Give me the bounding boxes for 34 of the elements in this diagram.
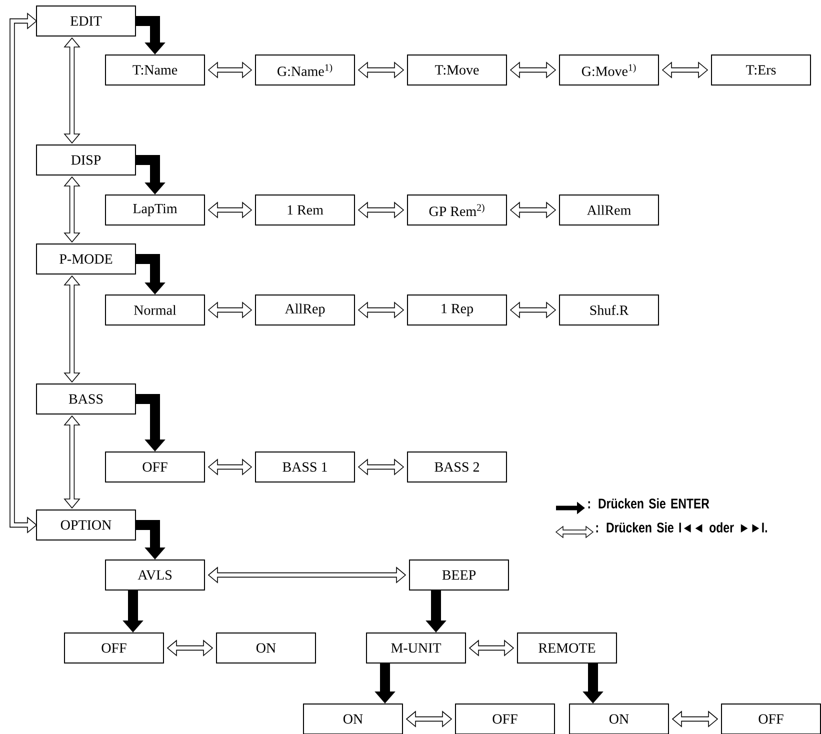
menu-box: OPTION <box>36 510 136 540</box>
menu-box: ON <box>216 632 316 664</box>
menu-box: G:Move$^{1)}$ <box>559 54 659 86</box>
menu-box: ON <box>569 704 669 734</box>
menu-box: T:Move <box>407 54 507 86</box>
menu-box: T:Ers <box>711 54 811 86</box>
menu-box: AllRem <box>559 194 659 226</box>
menu-box: ON <box>303 704 403 734</box>
menu-box: OFF <box>64 632 164 664</box>
menu-box: AllRep <box>255 294 355 326</box>
menu-box: BASS 2 <box>407 452 507 482</box>
menu-box: EDIT <box>36 6 136 36</box>
menu-box: Shuf.R <box>559 294 659 326</box>
menu-box: OFF <box>721 704 821 734</box>
menu-box: Normal <box>105 294 205 326</box>
menu-box: OFF <box>455 704 555 734</box>
menu-box: OFF <box>105 452 205 482</box>
menu-box: GP Rem$^{2)}$ <box>407 194 507 226</box>
menu-box: M-UNIT <box>366 632 466 664</box>
menu-box: G:Name$^{1)}$ <box>255 54 355 86</box>
menu-box: REMOTE <box>517 632 617 664</box>
legend-text: : Drücken Sie I◄◄ oder ►►I. <box>596 522 767 533</box>
menu-box: T:Name <box>105 54 205 86</box>
double-arrow <box>10 12 38 534</box>
menu-box: BASS 1 <box>255 452 355 482</box>
menu-box: AVLS <box>105 560 205 590</box>
menu-box: BEEP <box>409 560 509 590</box>
menu-box: 1 Rem <box>255 194 355 226</box>
menu-box: LapTim <box>105 194 205 226</box>
menu-box: P-MODE <box>36 244 136 274</box>
legend-text: : Drücken Sie ENTER <box>588 498 710 508</box>
menu-box: BASS <box>36 384 136 414</box>
menu-box: DISP <box>36 144 136 176</box>
menu-box: 1 Rep <box>407 294 507 326</box>
